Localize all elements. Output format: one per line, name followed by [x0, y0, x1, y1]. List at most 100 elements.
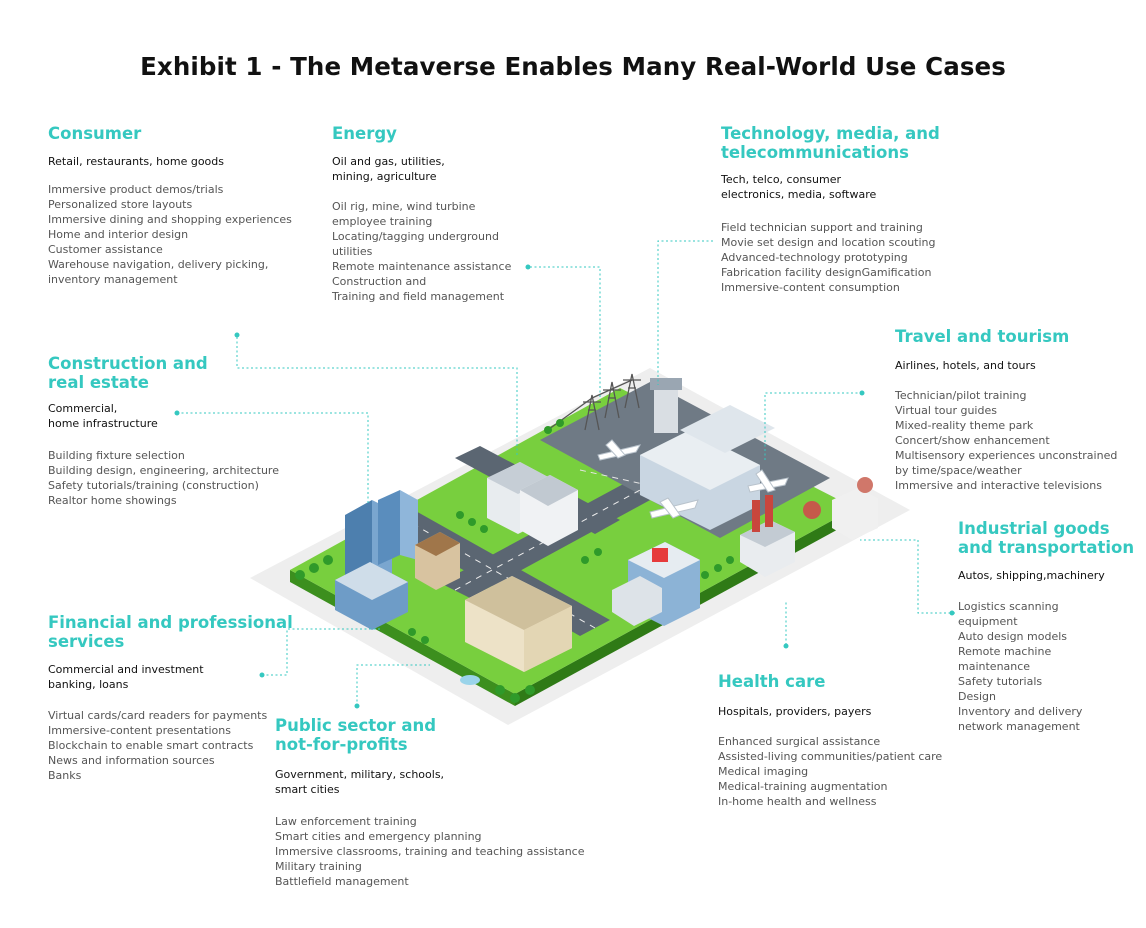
- sector-industrial: Industrial goods and transportation Auto…: [958, 519, 1134, 734]
- connector-travel: [764, 392, 862, 460]
- list-item: Remote maintenance assistance: [332, 260, 512, 273]
- subtitle-line: Commercial,: [48, 402, 118, 415]
- list-item: Immersive product demos/trials: [48, 182, 224, 196]
- sector-tmt-subtitle: Tech, telco, consumer electronics, media…: [721, 173, 940, 202]
- list-item: Safety tutorials/training (construction): [48, 479, 259, 492]
- sector-energy-title: Energy: [332, 124, 397, 143]
- list-item: Medical imaging: [718, 764, 809, 778]
- list-item: equipment: [958, 614, 1018, 628]
- sector-construction-title: Construction and real estate: [48, 354, 279, 392]
- list-item: Battlefield management: [275, 875, 409, 888]
- connector-dots: [174, 264, 955, 709]
- list-item: Multisensory experiences unconstrained: [895, 448, 1118, 462]
- list-item: Smart cities and emergency planning: [275, 830, 482, 843]
- list-item: Customer assistance: [48, 242, 163, 256]
- connector-financial: [262, 628, 380, 676]
- list-item: Mixed-reality theme park: [895, 418, 1034, 432]
- list-item: Movie set design and location scouting: [721, 236, 936, 249]
- hospital-building: [612, 542, 700, 626]
- sector-industrial-title: Industrial goods and transportation: [958, 519, 1134, 557]
- list-item: by time/space/weather: [895, 463, 1022, 477]
- list-item: In-home health and wellness: [718, 794, 877, 808]
- list-item: Field technician support and training: [721, 221, 923, 234]
- subtitle-line: Government, military, schools,: [275, 768, 445, 781]
- list-item: Warehouse navigation, delivery picking,: [48, 257, 269, 271]
- subtitle-line: Commercial and investment: [48, 663, 204, 676]
- list-item: News and information sources: [48, 754, 215, 767]
- sector-tmt: Technology, media, and telecommunication…: [721, 124, 940, 295]
- sector-health-title: Health care: [718, 672, 826, 691]
- sector-consumer-items: Immersive product demos/trials Personali…: [48, 182, 292, 287]
- list-item: Inventory and delivery: [958, 704, 1083, 718]
- subtitle-line: banking, loans: [48, 677, 129, 691]
- trees: [295, 419, 734, 703]
- list-item: Blockchain to enable smart contracts: [48, 739, 254, 752]
- sector-travel-items: Technician/pilot training Virtual tour g…: [895, 388, 1117, 493]
- title-line: Industrial goods: [958, 519, 1110, 538]
- subtitle-line: mining, agriculture: [332, 169, 437, 183]
- shop-building: [415, 532, 460, 590]
- list-item: Advanced-technology prototyping: [721, 251, 908, 264]
- sector-tmt-title: Technology, media, and telecommunication…: [721, 124, 940, 162]
- sector-energy-items: Oil rig, mine, wind turbine employee tra…: [332, 199, 511, 304]
- subtitle-line: Oil and gas, utilities,: [332, 155, 445, 168]
- list-item: employee training: [332, 215, 433, 228]
- title-line: services: [48, 632, 125, 651]
- sector-tmt-items: Field technician support and training Mo…: [721, 220, 940, 295]
- sector-public-title: Public sector and not-for-profits: [275, 716, 585, 754]
- sector-travel: Travel and tourism Airlines, hotels, and…: [895, 327, 1117, 493]
- list-item: Enhanced surgical assistance: [718, 734, 881, 748]
- list-item: Personalized store layouts: [48, 197, 193, 211]
- connector-tmt: [657, 240, 713, 385]
- list-item: Training and field management: [332, 290, 505, 303]
- list-item: Law enforcement training: [275, 815, 417, 828]
- title-line: real estate: [48, 373, 149, 392]
- list-item: Fabrication facility designGamification: [721, 266, 932, 279]
- list-item: Oil rig, mine, wind turbine: [332, 200, 476, 213]
- list-item: Medical-training augmentation: [718, 779, 888, 793]
- list-item: Technician/pilot training: [895, 388, 1027, 402]
- list-item: Safety tutorials: [958, 674, 1043, 688]
- connector-industrial: [860, 539, 955, 614]
- list-item: Banks: [48, 769, 82, 782]
- subtitle-line: electronics, media, software: [721, 187, 877, 201]
- city-hall-building: [460, 576, 572, 685]
- subtitle-line: home infrastructure: [48, 416, 158, 430]
- connector-consumer: [236, 337, 518, 455]
- list-item: Virtual cards/card readers for payments: [48, 709, 268, 722]
- sector-financial: Financial and professional services Comm…: [48, 613, 293, 783]
- sector-travel-subtitle: Airlines, hotels, and tours: [895, 359, 1036, 372]
- title-line: not-for-profits: [275, 735, 408, 754]
- sector-public-items: Law enforcement training Smart cities an…: [275, 814, 585, 889]
- list-item: Logistics scanning: [958, 599, 1059, 613]
- sector-energy-subtitle: Oil and gas, utilities, mining, agricult…: [332, 155, 511, 184]
- list-item: Immersive and interactive televisions: [895, 478, 1102, 492]
- list-item: Building design, engineering, architectu…: [48, 464, 279, 477]
- sector-industrial-items: Logistics scanning equipment Auto design…: [958, 599, 1134, 734]
- sector-energy: Energy Oil and gas, utilities, mining, a…: [332, 124, 511, 304]
- glass-towers: [335, 490, 418, 630]
- list-item: Construction and: [332, 275, 427, 288]
- list-item: utilities: [332, 245, 373, 258]
- list-item: Concert/show enhancement: [895, 433, 1050, 447]
- list-item: Immersive-content consumption: [721, 281, 900, 294]
- list-item: inventory management: [48, 272, 178, 286]
- sector-construction: Construction and real estate Commercial,…: [48, 354, 279, 508]
- sector-consumer-title: Consumer: [48, 124, 142, 143]
- list-item: maintenance: [958, 659, 1031, 673]
- title-line: and transportation: [958, 538, 1135, 557]
- list-item: Remote machine: [958, 644, 1052, 658]
- power-pylons: [544, 373, 641, 433]
- list-item: Immersive dining and shopping experience…: [48, 212, 292, 226]
- sector-consumer: Consumer Retail, restaurants, home goods…: [48, 124, 292, 287]
- subtitle-line: Tech, telco, consumer: [721, 173, 841, 186]
- list-item: Auto design models: [958, 629, 1068, 643]
- connector-energy: [530, 266, 601, 398]
- title-line: Construction and: [48, 354, 208, 373]
- sector-health-subtitle: Hospitals, providers, payers: [718, 705, 872, 718]
- sector-health-items: Enhanced surgical assistance Assisted-li…: [718, 734, 942, 809]
- sector-financial-items: Virtual cards/card readers for payments …: [48, 708, 293, 783]
- sector-consumer-subtitle: Retail, restaurants, home goods: [48, 155, 224, 168]
- list-item: Design: [958, 689, 996, 703]
- sector-public-subtitle: Government, military, schools, smart cit…: [275, 768, 585, 797]
